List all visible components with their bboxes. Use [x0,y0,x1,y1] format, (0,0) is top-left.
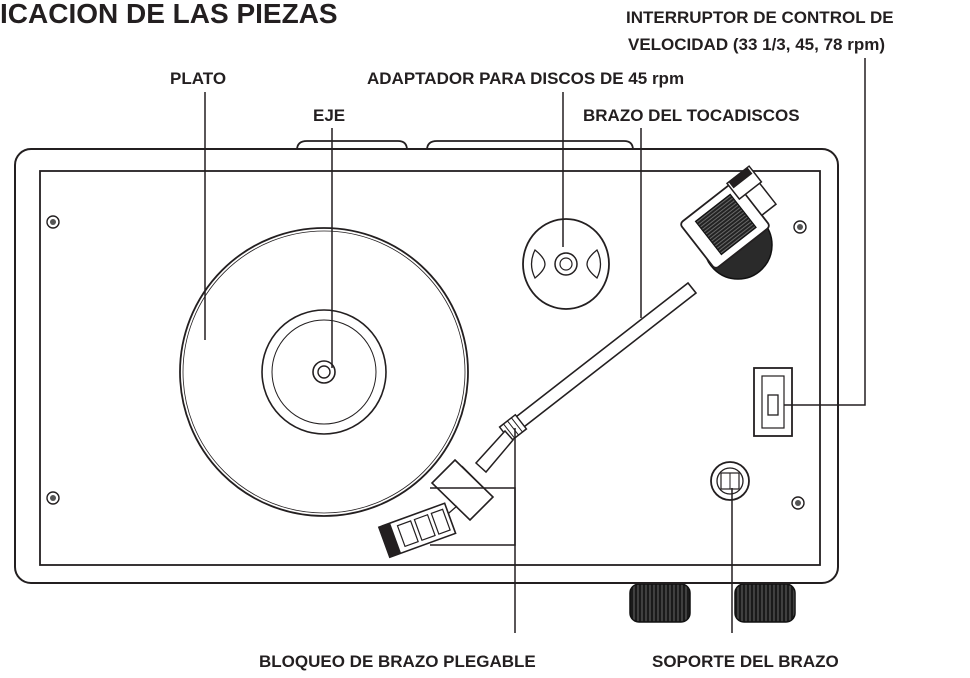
speed-control-switch [753,367,793,437]
label-interruptor-line1: INTERRUPTOR DE CONTROL DE [626,8,894,27]
spindle [312,360,336,384]
knob-left [629,583,691,623]
label-bloqueo: BLOQUEO DE BRAZO PLEGABLE [259,652,536,671]
label-eje: EJE [313,106,346,125]
label-interruptor-line2: VELOCIDAD (33 1/3, 45, 78 rpm) [628,35,885,54]
screw-top-left [46,215,60,229]
leader-interruptor [784,58,866,406]
lid-hinge-right [426,140,634,151]
label-adaptador: ADAPTADOR PARA DISCOS DE 45 rpm [367,69,685,88]
screw-top-right [793,220,807,234]
lid-hinge-left [296,140,408,151]
tonearm [377,165,778,559]
label-brazo: BRAZO DEL TOCADISCOS [583,106,800,125]
page-title: ICACION DE LAS PIEZAS [0,0,338,29]
arm-support [710,461,750,501]
screw-bottom-right [791,496,805,510]
knob-right [734,583,796,623]
screw-bottom-left [46,491,60,505]
adapter-45rpm [522,218,610,310]
label-plato: PLATO [170,69,227,88]
label-soporte: SOPORTE DEL BRAZO [652,652,839,671]
leader-lines [204,58,866,633]
